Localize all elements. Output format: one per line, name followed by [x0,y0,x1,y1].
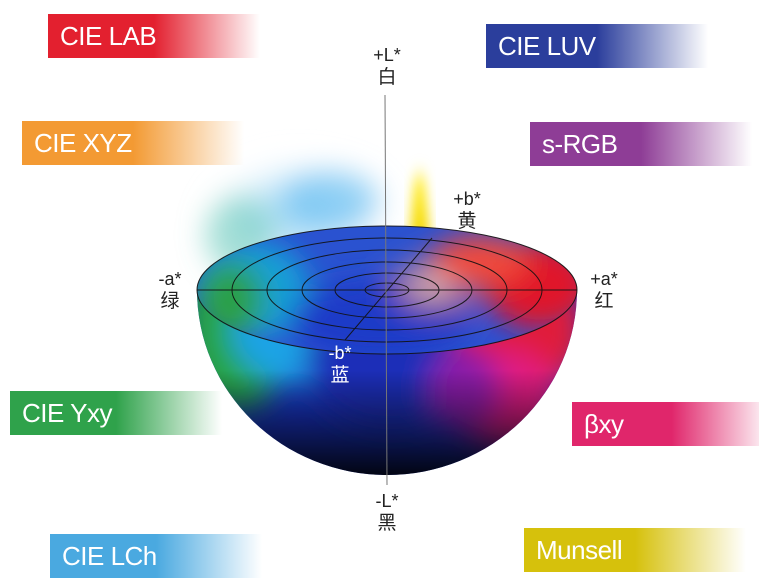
axis-label-plus-b: +b* 黄 [442,188,492,232]
badge-cie-luv: CIE LUV [486,24,708,68]
badge-munsell: Munsell [524,528,746,572]
axis-symbol: -L* [375,491,399,511]
axis-label-plus-l: +L* 白 [358,44,416,88]
axis-name: 蓝 [330,364,350,386]
badge-label: CIE Yxy [22,397,112,428]
axis-symbol: -b* [328,343,352,363]
l-axis-line [384,94,388,486]
badge-cie-xyz: CIE XYZ [22,121,244,165]
axis-name: 红 [594,290,614,312]
badge-label: CIE LCh [62,540,157,571]
badge-label: CIE LUV [498,30,596,61]
axis-symbol: +b* [453,189,481,209]
axis-symbol: +a* [590,269,618,289]
axis-symbol: -a* [158,269,182,289]
badge-label: s-RGB [542,128,618,159]
axis-name: 白 [377,66,397,88]
axis-symbol: +L* [373,45,401,65]
axis-label-plus-a: +a* 红 [580,268,628,312]
badge-beta-xy: βxy [572,402,759,446]
axis-name: 黑 [377,512,397,534]
badge-cie-lch: CIE LCh [50,534,262,578]
badge-label: βxy [584,408,624,439]
badge-cie-lab: CIE LAB [48,14,260,58]
badge-label: CIE LAB [60,20,157,51]
axis-label-minus-b: -b* 蓝 [316,342,364,386]
badge-label: Munsell [536,534,623,565]
yellow-b-spike [410,160,430,238]
axis-label-minus-l: -L* 黑 [362,490,412,534]
badge-label: CIE XYZ [34,127,132,158]
badge-cie-yxy: CIE Yxy [10,391,222,435]
chroma-grid [196,225,578,355]
badge-s-rgb: s-RGB [530,122,752,166]
axis-label-minus-a: -a* 绿 [146,268,194,312]
axis-name: 绿 [160,290,180,312]
axis-name: 黄 [457,210,477,232]
